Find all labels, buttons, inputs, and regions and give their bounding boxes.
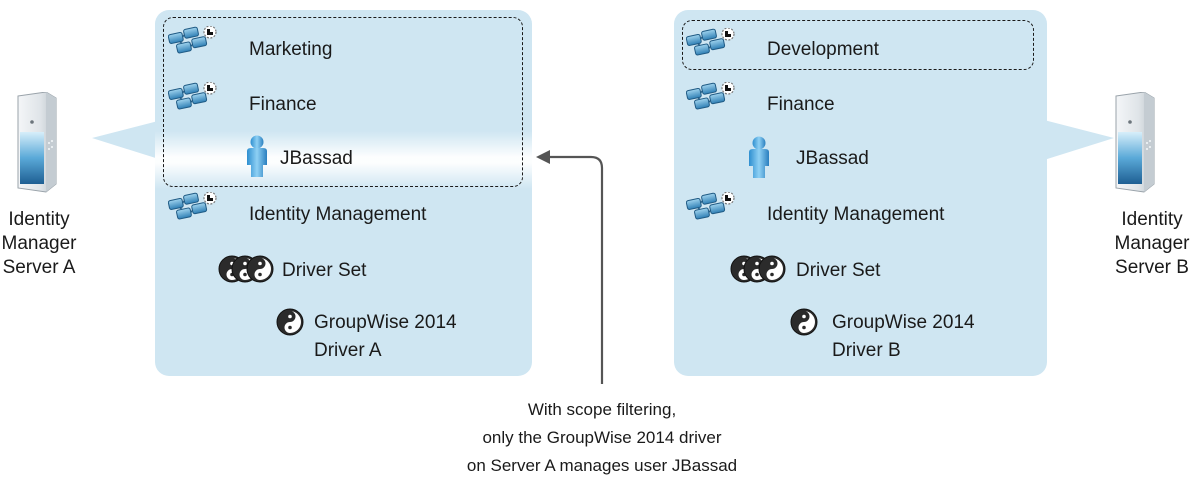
server-a-label: Identity Manager Server A	[0, 208, 78, 280]
caption-line3: on Server A manages user JBassad	[466, 456, 738, 475]
organizational-unit-icon	[168, 192, 217, 222]
scope-filter-box-a	[163, 17, 523, 187]
organizational-unit-icon	[168, 82, 217, 112]
organizational-unit-icon	[686, 192, 735, 222]
tree-a-driver-set: Driver Set	[282, 260, 367, 281]
server-b-label: Identity Manager Server B	[1102, 208, 1202, 280]
server-b-label-line2: Manager	[1114, 233, 1190, 254]
driver-icon	[276, 308, 304, 336]
tree-a-user: JBassad	[280, 148, 353, 169]
tree-a-finance: Finance	[249, 94, 317, 115]
organizational-unit-icon	[686, 28, 735, 58]
tree-b-driver-name: GroupWise 2014	[832, 312, 975, 333]
tree-b-identity-management: Identity Management	[767, 204, 945, 225]
server-a-label-line1: Identity	[8, 209, 70, 230]
server-a-label-line2: Manager	[1, 233, 77, 254]
caption-line2: only the GroupWise 2014 driver	[482, 428, 722, 447]
user-icon	[749, 136, 769, 178]
user-highlight-band	[155, 131, 532, 189]
user-icon	[247, 135, 267, 177]
caption-line1: With scope filtering,	[527, 400, 677, 419]
server-b-icon	[1115, 92, 1155, 193]
server-b-tree-panel	[674, 10, 1047, 376]
server-a-beam	[92, 120, 162, 160]
scope-filter-caption: With scope filtering, only the GroupWise…	[392, 396, 812, 480]
server-b-beam	[1044, 120, 1114, 160]
server-a-icon	[17, 92, 57, 193]
driver-set-icon	[218, 255, 274, 283]
server-a-label-line3: Server A	[2, 257, 76, 278]
tree-b-finance: Finance	[767, 94, 835, 115]
server-b-label-line1: Identity	[1121, 209, 1183, 230]
driver-set-icon	[730, 255, 786, 283]
scope-filter-box-b	[682, 20, 1034, 70]
tree-a-marketing: Marketing	[249, 39, 333, 60]
tree-a-identity-management: Identity Management	[249, 204, 427, 225]
tree-a-driver-suffix: Driver A	[314, 340, 382, 361]
server-b-label-line3: Server B	[1115, 257, 1189, 278]
scope-filter-arrow	[536, 150, 604, 384]
organizational-unit-icon	[686, 82, 735, 112]
driver-icon	[790, 308, 818, 336]
organizational-unit-icon	[168, 26, 217, 56]
server-a-tree-panel	[155, 10, 532, 376]
tree-b-development: Development	[767, 39, 879, 60]
tree-b-driver-suffix: Driver B	[832, 340, 901, 361]
tree-a-driver-name: GroupWise 2014	[314, 312, 457, 333]
tree-b-driver-set: Driver Set	[796, 260, 881, 281]
tree-b-user: JBassad	[796, 148, 869, 169]
